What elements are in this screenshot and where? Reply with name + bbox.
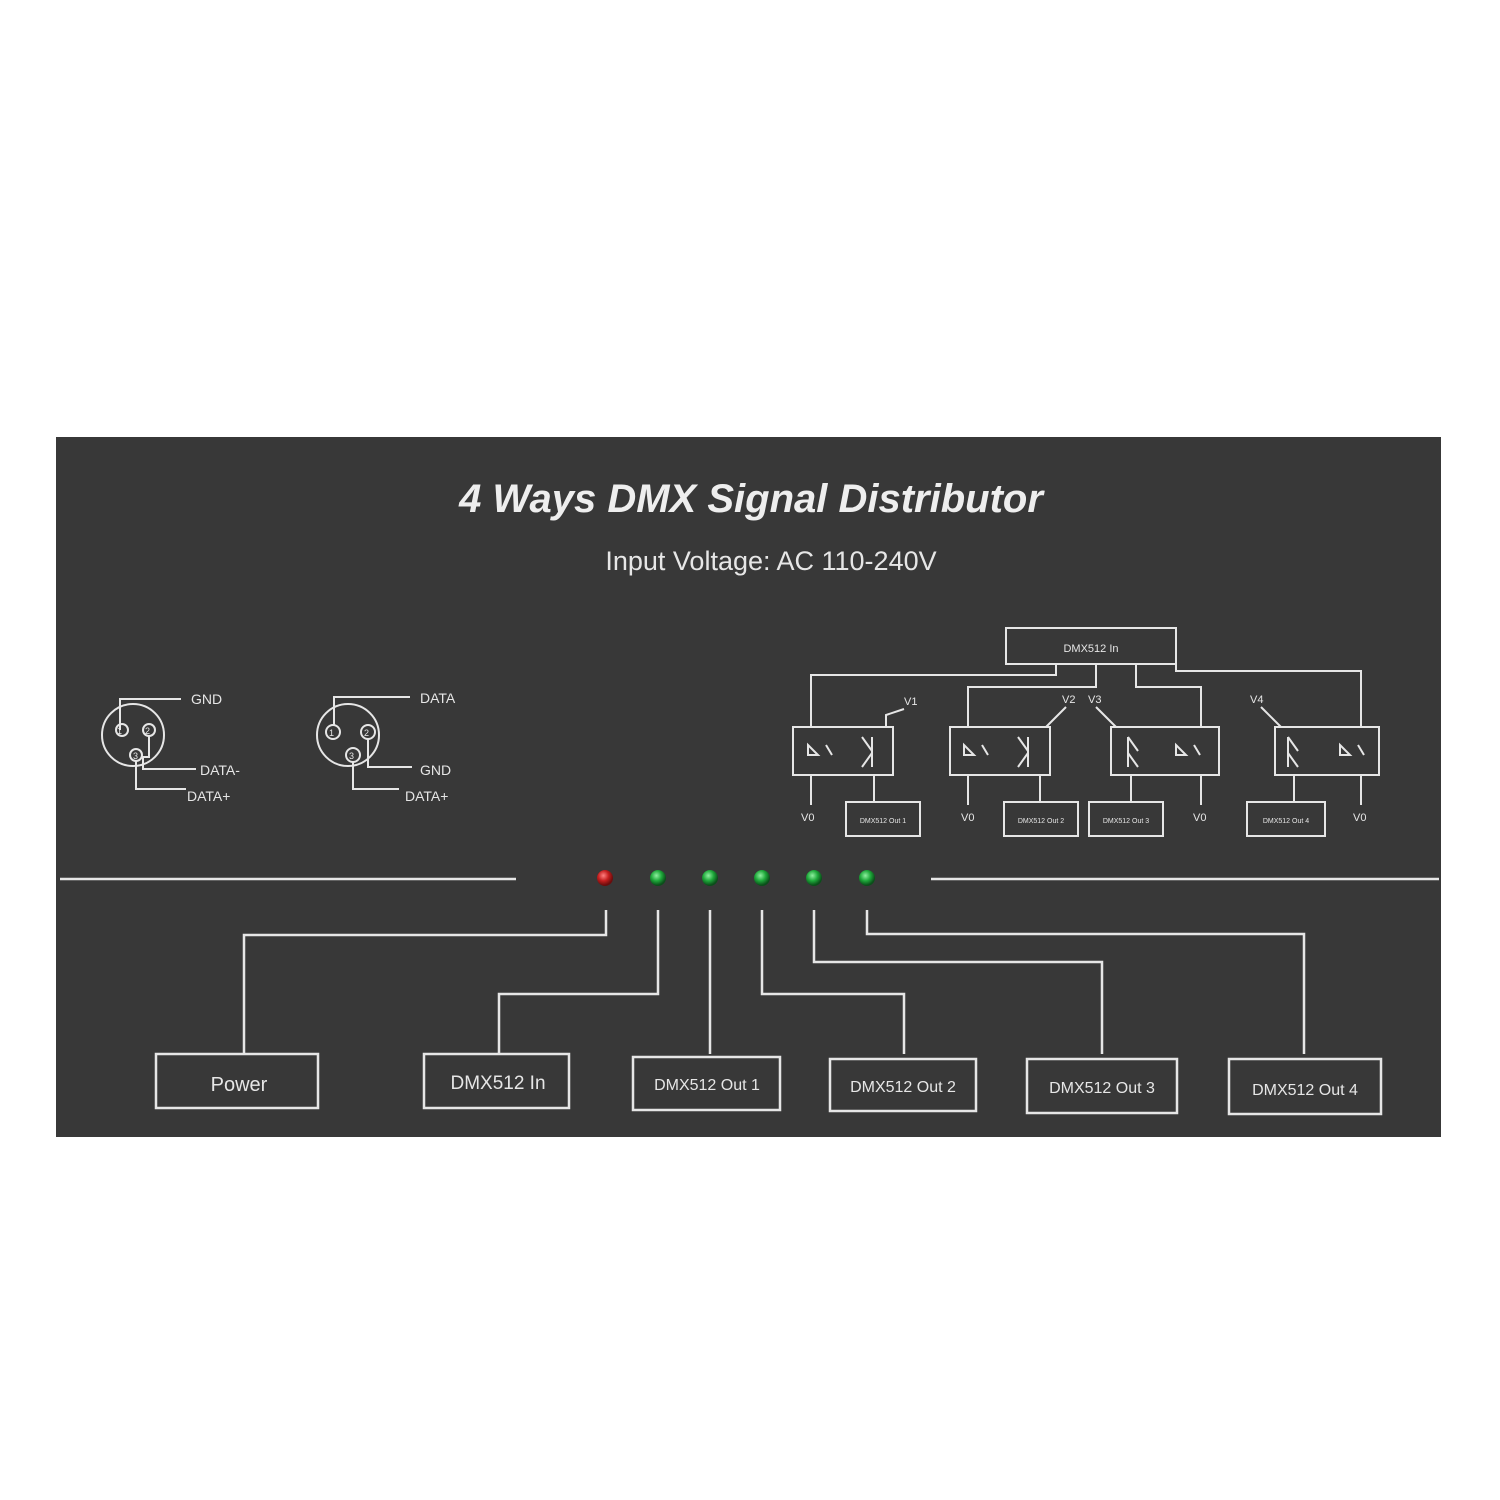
- isolation-schematic: DMX512 In: [792, 627, 1380, 837]
- led-dmx-out-1: [702, 870, 718, 886]
- xlr-male-outline: [101, 703, 165, 767]
- rail-label-v3: V3: [1088, 694, 1101, 706]
- schematic-out-4: [1246, 801, 1326, 837]
- rail-label-v4: V4: [1250, 694, 1263, 706]
- schematic-out-1: [845, 801, 921, 837]
- legend-box-dmx-in: [422, 1052, 571, 1110]
- schematic-input-label: DMX512 In: [1063, 643, 1118, 655]
- label-data-plus: DATA+: [187, 788, 230, 804]
- panel-title: 4 Ways DMX Signal Distributor: [458, 477, 1045, 521]
- legend-label-out-1: DMX512 Out 1: [654, 1077, 760, 1094]
- legend-box-out-3: [1025, 1057, 1179, 1115]
- schematic-out-label: DMX512 Out 3: [1103, 818, 1149, 825]
- isolator-1: [792, 726, 894, 776]
- pin-label: 1: [117, 726, 122, 736]
- ground-label: V0: [1193, 812, 1206, 824]
- rail-label-v2: V2: [1062, 694, 1075, 706]
- pin-label: 3: [349, 751, 354, 761]
- pin-label: 3: [133, 751, 138, 761]
- led-power: [597, 870, 613, 886]
- xlr-male-connector-diagram: 1 2 3 GND DATA- DATA+: [101, 691, 240, 804]
- xlr-female-connector-diagram: 1 2 3 DATA GND DATA+: [316, 690, 456, 804]
- schematic-out-2: [1003, 801, 1079, 837]
- label-data-plus: DATA+: [405, 788, 448, 804]
- legend-box-out-2: [828, 1057, 978, 1113]
- pin-label: 2: [145, 726, 150, 736]
- schematic-out-label: DMX512 Out 2: [1018, 818, 1064, 825]
- label-gnd: GND: [420, 762, 451, 778]
- led-dmx-out-4: [859, 870, 875, 886]
- isolator-3: [1110, 726, 1220, 776]
- isolator-4: [1274, 726, 1380, 776]
- isolator-2: [949, 726, 1051, 776]
- panel-subtitle: Input Voltage: AC 110-240V: [605, 546, 936, 576]
- schematic-out-label: DMX512 Out 4: [1263, 818, 1309, 825]
- legend-label-out-3: DMX512 Out 3: [1049, 1080, 1155, 1097]
- ground-label: V0: [1353, 812, 1366, 824]
- panel-surface: [56, 437, 1441, 1137]
- legend-box-out-1: [631, 1055, 782, 1112]
- legend-label-out-4: DMX512 Out 4: [1252, 1082, 1358, 1099]
- label-data: DATA: [420, 690, 456, 706]
- pin-label: 2: [364, 728, 369, 738]
- schematic-out-3: [1088, 801, 1164, 837]
- led-row: [597, 870, 875, 886]
- legend-label-dmx-in: DMX512 In: [450, 1073, 545, 1094]
- legend-boxes: Power DMX512 In DMX512 Out 1 DMX512 Out …: [154, 1052, 1383, 1116]
- led-dmx-out-3: [806, 870, 822, 886]
- led-dmx-out-2: [754, 870, 770, 886]
- label-data-minus: DATA-: [200, 762, 240, 778]
- schematic-input-box: [1005, 627, 1177, 665]
- ground-label: V0: [961, 812, 974, 824]
- panel-artwork: 4 Ways DMX Signal Distributor Input Volt…: [56, 437, 1441, 1137]
- legend-box-out-4: [1227, 1057, 1383, 1116]
- led-leader-lines: [242, 910, 1306, 1054]
- pin-label: 1: [329, 728, 334, 738]
- rail-label-v1: V1: [904, 696, 917, 708]
- legend-label-power: Power: [211, 1074, 268, 1096]
- ground-label: V0: [801, 812, 814, 824]
- led-dmx-in: [650, 870, 666, 886]
- label-gnd: GND: [191, 691, 222, 707]
- schematic-out-label: DMX512 Out 1: [860, 818, 906, 825]
- xlr-female-outline: [316, 703, 380, 767]
- legend-box-power: [154, 1052, 320, 1110]
- legend-label-out-2: DMX512 Out 2: [850, 1079, 956, 1096]
- distributor-front-panel: 4 Ways DMX Signal Distributor Input Volt…: [56, 437, 1441, 1137]
